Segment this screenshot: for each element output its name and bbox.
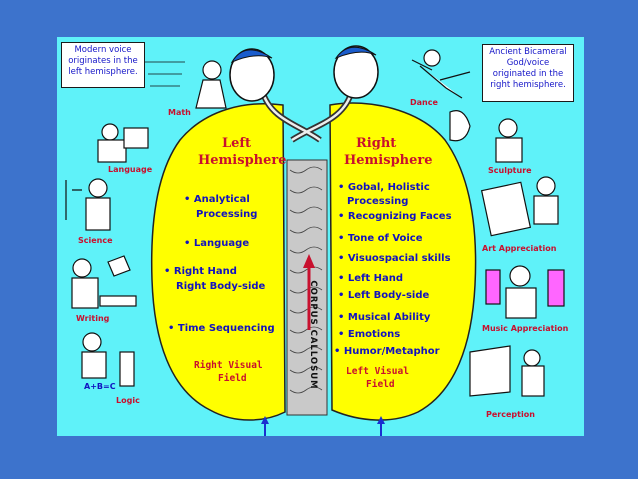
right-field-1: Left Visual	[346, 366, 409, 377]
right-figures	[411, 49, 565, 397]
left-item-1a: • Analytical	[184, 194, 250, 205]
right-item-8: • Musical Ability	[338, 312, 431, 323]
label-logic: Logic	[116, 396, 140, 405]
right-item-9: • Emotions	[338, 329, 401, 340]
dance-figure-icon	[411, 49, 471, 99]
left-item-3b: Right Body-side	[176, 281, 266, 292]
label-math: Math	[168, 108, 191, 117]
right-title-2: Hemisphere	[344, 153, 433, 168]
left-title-2: Hemisphere	[198, 153, 287, 168]
sculpture-figure-icon	[449, 110, 523, 163]
label-dance: Dance	[410, 98, 438, 107]
right-item-2: Processing	[340, 196, 409, 207]
writing-figure-icon	[71, 255, 137, 309]
right-item-4: • Tone of Voice	[338, 233, 423, 244]
left-field-2: Field	[218, 373, 247, 384]
left-item-2: • Language	[184, 238, 250, 249]
note-left: Modern voice originates in the left hemi…	[61, 42, 145, 88]
label-science: Science	[78, 236, 113, 245]
right-item-1: • Gobal, Holistic	[338, 182, 430, 193]
left-title-1: Left	[222, 136, 252, 151]
right-hemisphere-shape	[329, 102, 477, 421]
art-figure-icon	[480, 176, 559, 237]
science-figure-icon	[65, 178, 111, 231]
language-figure-icon	[97, 123, 149, 163]
right-title-1: Right	[356, 136, 397, 151]
left-item-1b: Processing	[196, 209, 258, 220]
corpus-callosum-strip	[286, 159, 328, 416]
label-abc: A+B=C	[84, 382, 116, 391]
right-eye-icon	[333, 45, 379, 99]
left-field-1: Right Visual	[194, 360, 263, 371]
arrow-up-icon	[303, 254, 315, 268]
music-figure-icon	[485, 265, 565, 319]
left-hemisphere-shape	[150, 103, 286, 421]
corpus-callosum-label: CORPUS CALLOSUM	[308, 280, 318, 390]
label-language: Language	[108, 165, 153, 174]
label-music-appreciation: Music Appreciation	[482, 324, 569, 333]
right-item-5: • Visuospacial skills	[338, 253, 451, 264]
label-sculpture: Sculpture	[488, 166, 532, 175]
left-eye-icon	[229, 48, 275, 102]
right-item-6: • Left Hand	[338, 273, 404, 284]
right-field-2: Field	[366, 379, 395, 390]
label-perception: Perception	[486, 410, 535, 419]
perception-figure-icon	[469, 345, 545, 397]
left-figures	[65, 60, 227, 387]
note-right: Ancient Bicameral God/voice originated i…	[482, 44, 574, 102]
left-item-4: • Time Sequencing	[168, 323, 275, 334]
label-art-appreciation: Art Appreciation	[482, 244, 557, 253]
right-item-3: • Recognizing Faces	[338, 211, 452, 222]
logic-figure-icon	[81, 332, 135, 387]
right-item-7: • Left Body-side	[338, 290, 430, 301]
label-writing: Writing	[76, 314, 110, 323]
right-item-10: • Humor/Metaphor	[334, 346, 440, 357]
left-item-3a: • Right Hand	[164, 266, 237, 277]
math-figure-icon	[145, 60, 227, 109]
